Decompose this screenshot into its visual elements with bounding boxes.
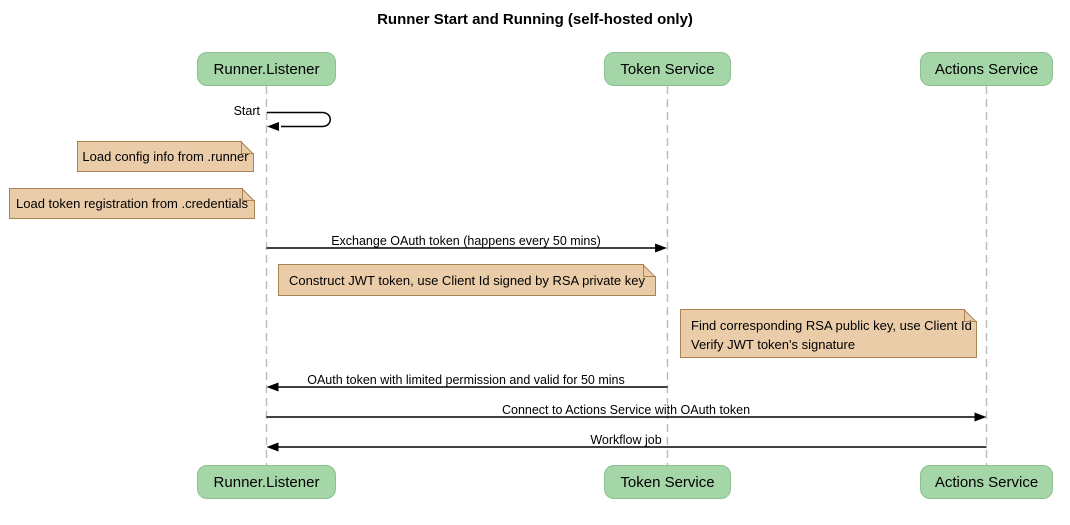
- actor-label: Actions Service: [934, 60, 1039, 78]
- message-arrowhead-workflow-job: [266, 442, 279, 452]
- note-corner-fold-icon: [642, 264, 657, 278]
- actor-token-service-top: Token Service: [604, 52, 731, 86]
- message-label-connect-actions: Connect to Actions Service with OAuth to…: [501, 403, 751, 417]
- note-corner-fold-icon: [241, 188, 256, 202]
- message-label-exchange-oauth: Exchange OAuth token (happens every 50 m…: [331, 234, 601, 248]
- message-label-workflow-job: Workflow job: [590, 433, 662, 447]
- note-verify-jwt: Find corresponding RSA public key, use C…: [680, 309, 978, 358]
- note-text: Load token registration from .credential…: [16, 196, 248, 211]
- actor-label: Runner.Listener: [213, 473, 320, 491]
- note-text: Construct JWT token, use Client Id signe…: [289, 272, 645, 288]
- actor-label: Token Service: [620, 473, 715, 491]
- note-text-line: Find corresponding RSA public key, use C…: [691, 318, 972, 333]
- message-arrowhead-connect-actions: [974, 412, 987, 422]
- actor-token-service-bottom: Token Service: [604, 465, 731, 499]
- note-corner-fold-icon: [240, 141, 255, 155]
- message-arrowhead-start: [267, 122, 279, 131]
- message-label-start: Start: [233, 104, 260, 118]
- actor-label: Token Service: [620, 60, 715, 78]
- note-load-config: Load config info from .runner: [77, 141, 255, 172]
- message-label-oauth-return: OAuth token with limited permission and …: [307, 373, 625, 387]
- note-corner-fold-icon: [963, 309, 978, 323]
- note-text-line: Verify JWT token's signature: [691, 337, 856, 352]
- message-arrowhead-exchange-oauth: [655, 243, 667, 253]
- actor-actions-service-top: Actions Service: [920, 52, 1053, 86]
- actor-actions-service-bottom: Actions Service: [920, 465, 1053, 499]
- diagram-title: Runner Start and Running (self-hosted on…: [377, 11, 693, 28]
- note-text: Load config info from .runner: [82, 149, 249, 164]
- message-line-start-self-loop: [267, 111, 331, 128]
- actor-label: Runner.Listener: [213, 60, 320, 78]
- note-construct-jwt: Construct JWT token, use Client Id signe…: [278, 264, 657, 296]
- note-load-token-registration: Load token registration from .credential…: [9, 188, 256, 219]
- actor-runner-listener-top: Runner.Listener: [197, 52, 336, 86]
- actor-label: Actions Service: [934, 473, 1039, 491]
- message-arrowhead-oauth-return: [266, 382, 279, 392]
- actor-runner-listener-bottom: Runner.Listener: [197, 465, 336, 499]
